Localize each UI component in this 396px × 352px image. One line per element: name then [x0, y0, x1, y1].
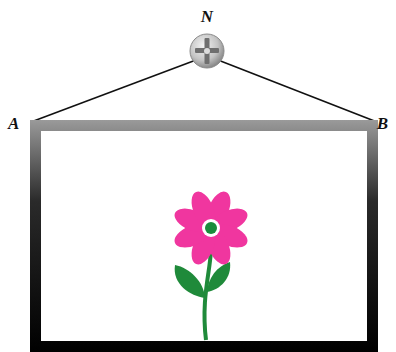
string [218, 60, 377, 122]
flower [171, 188, 251, 340]
point-label: A [8, 115, 19, 132]
point-label: B [377, 115, 388, 132]
frame [30, 120, 378, 352]
nail [190, 34, 224, 68]
string [31, 60, 196, 122]
canvas [41, 131, 367, 341]
point-label: N [201, 8, 213, 25]
